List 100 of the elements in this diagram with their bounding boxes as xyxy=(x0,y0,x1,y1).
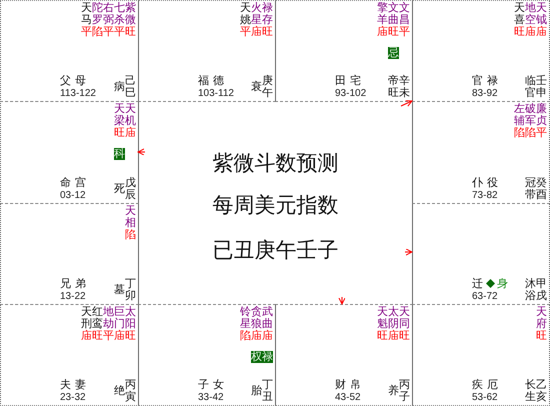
star-name: 文曲 xyxy=(388,2,399,26)
transformation-badge: 权禄 xyxy=(251,351,273,363)
palace-name: 命宫 xyxy=(60,176,90,188)
star-name: 地劫 xyxy=(103,306,114,330)
stem-branch: 丙寅 xyxy=(125,378,136,403)
star-name: 天钺 xyxy=(536,2,547,26)
star-name: 天府 xyxy=(536,306,547,330)
star-name: 紫微 xyxy=(125,2,136,26)
palace-cell xyxy=(0,0,139,102)
palace-cell xyxy=(412,304,550,406)
arrow xyxy=(138,148,146,156)
star-name: 天梁 xyxy=(114,103,125,128)
star-name: 右弼 xyxy=(103,2,114,26)
transformation-badge: 忌 xyxy=(388,47,399,59)
subject-text: 每周美元指数 xyxy=(212,194,340,216)
age-range: 73-82 xyxy=(472,190,499,201)
age-range: 53-62 xyxy=(472,392,499,403)
age-range: 23-32 xyxy=(60,392,87,403)
palace-name: 兄弟 xyxy=(60,278,90,290)
stem-branch: 癸酉 xyxy=(536,176,547,201)
star-name: 地空 xyxy=(525,2,536,26)
transformation-badge: 科 xyxy=(114,148,125,160)
stem-branch: 丁卯 xyxy=(125,278,136,302)
star-name: 太阴 xyxy=(388,306,399,330)
life-stage: 病 xyxy=(114,80,125,93)
star-name: 擎羊 xyxy=(377,2,388,26)
age-range: 03-12 xyxy=(60,190,87,201)
brightness-label: 旺庙 xyxy=(114,127,136,140)
star-name: 天魁 xyxy=(377,306,388,330)
life-stage: 绝 xyxy=(114,384,125,397)
life-stage: 死 xyxy=(114,182,125,195)
body-palace-label: 身 xyxy=(497,278,508,290)
star-name: 太阳 xyxy=(125,306,136,330)
star-name: 天姚 xyxy=(240,2,251,26)
palace-name: 疾厄 xyxy=(472,378,502,390)
brightness-label: 陷陷平 xyxy=(514,127,547,140)
stem-branch: 乙亥 xyxy=(536,378,547,403)
stem-branch: 壬申 xyxy=(536,74,547,99)
life-stage: 衰 xyxy=(251,80,262,93)
age-range: 83-92 xyxy=(472,88,499,99)
life-stage: 临官 xyxy=(525,74,536,99)
star-name: 禄存 xyxy=(262,2,273,26)
star-name: 火星 xyxy=(251,2,262,26)
stem-branch: 丁丑 xyxy=(262,378,273,403)
palace-name: 仆役 xyxy=(472,176,502,188)
palace-name: 官禄 xyxy=(472,74,502,86)
star-name: 七杀 xyxy=(114,2,125,26)
star-name: 天刑 xyxy=(81,306,92,330)
stem-branch: 辛未 xyxy=(399,74,410,99)
heading-text: 紫微斗数预测 xyxy=(212,152,340,174)
brightness-label: 平庙旺 xyxy=(240,26,273,38)
palace-cell xyxy=(0,304,139,406)
stem-branch: 庚午 xyxy=(262,74,273,99)
brightness-label: 旺庙庙 xyxy=(514,26,547,38)
age-range: 13-22 xyxy=(60,291,87,302)
stem-branch: 甲戌 xyxy=(536,278,547,302)
life-stage: 冠带 xyxy=(525,176,536,201)
star-name: 左辅 xyxy=(514,103,525,128)
palace-cell xyxy=(412,203,550,305)
star-name: 天同 xyxy=(399,306,410,330)
star-name: 天机 xyxy=(125,103,136,128)
palace-name: 迁 xyxy=(472,278,483,290)
life-stage: 墓 xyxy=(114,284,125,296)
life-stage: 养 xyxy=(388,384,399,397)
age-range: 93-102 xyxy=(335,88,366,99)
palace-name: 福德 xyxy=(198,74,228,86)
arrow xyxy=(404,248,412,256)
life-stage: 沐浴 xyxy=(525,278,536,302)
date-text: 已丑庚午壬子 xyxy=(212,239,340,261)
palace-cell xyxy=(275,304,413,406)
palace-cell xyxy=(138,304,276,406)
age-range: 43-52 xyxy=(335,392,362,403)
age-range: 33-42 xyxy=(198,392,225,403)
palace-name: 父母 xyxy=(60,74,90,86)
star-name: 陀罗 xyxy=(92,2,103,26)
palace-cell xyxy=(412,0,550,102)
stem-branch: 戊辰 xyxy=(125,176,136,201)
life-stage: 长生 xyxy=(525,378,536,403)
palace-name: 田宅 xyxy=(335,74,365,86)
life-stage: 胎 xyxy=(251,384,262,397)
palace-cell xyxy=(0,203,139,305)
palace-name: 子女 xyxy=(198,378,228,390)
arrow xyxy=(338,296,346,304)
star-name: 破军 xyxy=(525,103,536,128)
arrow xyxy=(400,100,412,107)
palace-name: 财帛 xyxy=(335,378,365,390)
age-range: 103-112 xyxy=(198,88,234,99)
palace-cell xyxy=(412,101,550,204)
star-name: 铃星 xyxy=(240,306,251,330)
palace-name: 夫妻 xyxy=(60,378,90,390)
star-name: 天喜 xyxy=(514,2,525,26)
star-name: 天马 xyxy=(81,2,92,26)
stem-branch: 己巳 xyxy=(125,74,136,99)
brightness-label: 庙旺平 xyxy=(377,26,410,38)
brightness-label: 旺庙旺 xyxy=(377,330,410,342)
brightness-label: 庙旺平庙旺 xyxy=(81,330,136,342)
stem-branch: 丙子 xyxy=(399,378,410,403)
star-name: 文昌 xyxy=(399,2,410,26)
star-name: 廉贞 xyxy=(536,103,547,128)
age-range: 113-122 xyxy=(60,88,96,99)
